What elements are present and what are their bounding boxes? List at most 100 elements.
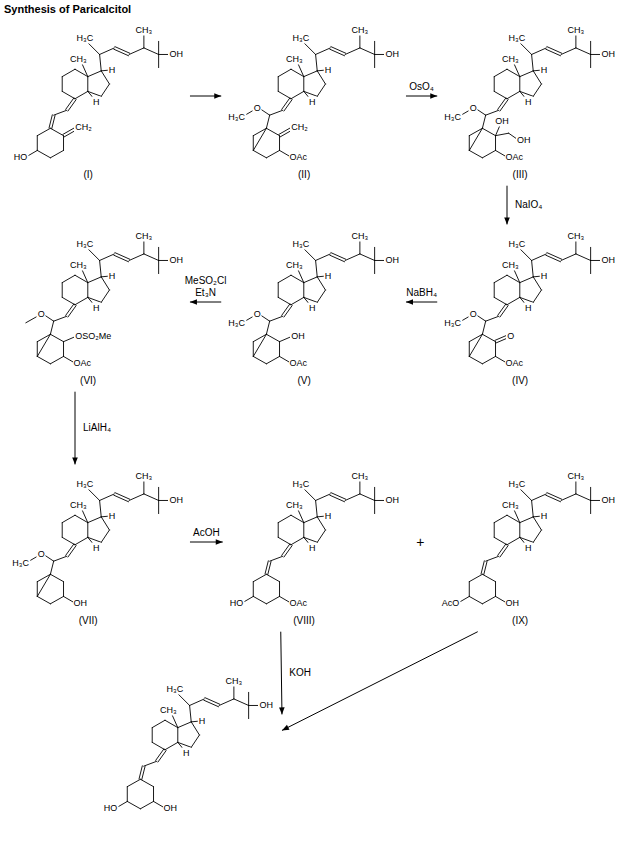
bond-line <box>482 356 495 363</box>
bond-line <box>253 574 266 581</box>
bond-line <box>459 596 469 602</box>
atom-label: OH <box>494 115 510 126</box>
bond-line <box>591 260 601 261</box>
bond-line <box>590 500 591 513</box>
bond-line <box>494 515 507 522</box>
atom-label: OH <box>505 597 521 608</box>
bond-line <box>532 260 534 276</box>
bond-line <box>469 342 470 357</box>
bond-line <box>303 523 304 538</box>
bond-line <box>140 779 153 786</box>
bond-line <box>50 334 63 341</box>
bond-line <box>37 574 50 596</box>
bond-line <box>127 787 128 802</box>
bond-line <box>533 290 541 302</box>
bond-line <box>101 84 109 96</box>
bond-line <box>159 54 169 55</box>
bond-line <box>507 537 520 544</box>
bond-line <box>114 49 129 56</box>
atom-label: CH₃ <box>69 54 88 65</box>
bond-line <box>495 582 496 597</box>
bond-line <box>253 334 266 356</box>
atom-label: CH₃ <box>135 24 154 35</box>
atom-label: CH₃ <box>351 470 370 481</box>
reaction-arrow <box>190 542 223 543</box>
atom-label: H <box>92 97 101 108</box>
bond-line <box>178 722 191 728</box>
reaction-arrow <box>507 186 508 225</box>
bond-line <box>87 283 88 298</box>
bond-line <box>100 48 115 55</box>
bond-line <box>50 128 63 135</box>
bond-line <box>469 128 482 150</box>
bond-line <box>486 556 499 561</box>
bond-line <box>129 494 144 501</box>
bond-line <box>278 297 291 304</box>
bond-line <box>253 128 266 150</box>
atom-label: CH₃ <box>501 260 520 271</box>
atom-label: O <box>37 548 46 559</box>
bond-line <box>576 494 591 501</box>
bond-line <box>253 342 254 357</box>
bond-line <box>159 260 169 261</box>
bond-line <box>532 494 547 501</box>
atom-label: OH <box>600 49 616 60</box>
bond-line <box>278 283 279 298</box>
bond-line <box>270 316 283 321</box>
reagent-label: AcOH <box>192 527 221 539</box>
atom-label: H <box>324 65 333 76</box>
compound-structure: H₃CCH₃HCH₃OHHH₃COOHOHOAc(III) <box>440 21 619 182</box>
bond-line <box>278 275 291 282</box>
bond-line <box>101 290 109 302</box>
bond-line <box>317 84 325 96</box>
bond-line <box>63 342 64 357</box>
bond-line <box>374 500 375 513</box>
atom-label: H <box>108 65 117 76</box>
bond-line <box>114 495 129 502</box>
atom-label: OAc <box>505 151 525 162</box>
bond-line <box>374 54 375 67</box>
bond-line <box>52 115 55 128</box>
bond-line <box>500 546 508 557</box>
atom-label: H₃C <box>75 479 94 490</box>
bond-line <box>144 761 157 766</box>
atom-label: H <box>524 543 533 554</box>
bond-line <box>144 494 159 501</box>
bond-line <box>54 316 67 321</box>
bond-line <box>345 254 360 261</box>
bond-line <box>375 260 385 261</box>
compound-structure: H₃CCH₃HCH₃OHHH₃COOOAc(IV) <box>440 227 619 388</box>
bond-line <box>62 275 75 282</box>
bond-line <box>494 523 495 538</box>
reagent-label: NaIO₄ <box>514 199 543 211</box>
atom-label: H₃C <box>165 684 184 695</box>
bond-line <box>500 306 508 317</box>
atom-label: H₃C <box>11 557 30 568</box>
bond-line <box>520 277 533 283</box>
bond-line <box>303 77 304 92</box>
bond-line <box>345 494 360 501</box>
bond-line <box>331 47 346 54</box>
bond-line <box>266 321 269 334</box>
bond-line <box>158 41 159 54</box>
bond-line <box>374 247 375 260</box>
bond-line <box>219 699 234 706</box>
bond-line <box>268 561 271 574</box>
bond-line <box>140 801 153 808</box>
bond-line <box>100 254 115 261</box>
bond-line <box>253 136 254 151</box>
atom-label: H <box>540 511 549 522</box>
bond-line <box>482 574 495 581</box>
bond-line <box>88 71 101 77</box>
atom-label: H <box>182 748 191 759</box>
bond-line <box>204 700 219 707</box>
compound-number: (II) <box>297 169 311 180</box>
atom-label: CH₃ <box>69 500 88 511</box>
bond-line <box>278 77 279 92</box>
bond-line <box>278 69 291 76</box>
atom-label: CH₃ <box>159 705 178 716</box>
bond-line <box>591 500 601 501</box>
bond-line <box>152 728 153 743</box>
atom-label: CH₃ <box>567 24 586 35</box>
bond-line <box>374 260 375 273</box>
